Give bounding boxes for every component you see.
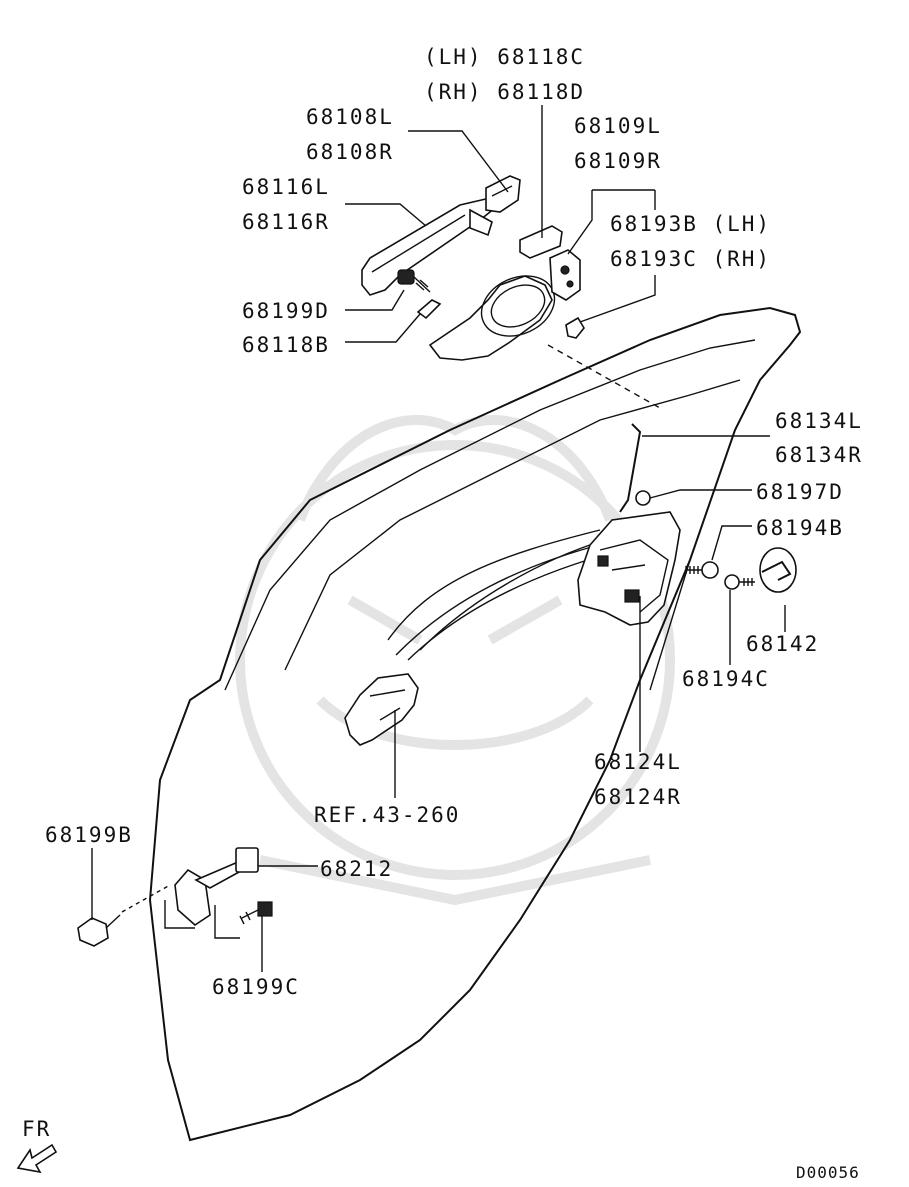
label-68116l: 68116L (242, 175, 330, 199)
label-68197d: 68197D (756, 480, 844, 504)
door-panel-outline (148, 306, 802, 1142)
bolt-68199d (397, 269, 431, 293)
label-68118b: 68118B (242, 333, 330, 357)
handle-pad (519, 225, 563, 259)
label-68124l: 68124L (594, 750, 682, 774)
inner-door-handle (344, 673, 419, 746)
lock-rod (619, 423, 642, 513)
watermark-emblem (235, 415, 675, 906)
leader-lines (91, 105, 786, 972)
handle-cap (485, 175, 521, 213)
outer-door-handle (361, 197, 497, 296)
screw-68194b (685, 561, 719, 579)
guide-dashed-line (547, 344, 661, 409)
front-direction-arrow (16, 1143, 58, 1174)
label-68193b: 68193B (LH) (610, 212, 771, 236)
screw-68194c (724, 574, 755, 590)
label-68124r: 68124R (594, 785, 682, 809)
label-68108l: 68108L (306, 105, 394, 129)
label-68134l: 68134L (775, 409, 863, 433)
label-68118d: (RH) 68118D (424, 80, 585, 104)
handle-base-bracket (428, 249, 581, 361)
door-striker (759, 547, 797, 593)
label-68194b: 68194B (756, 516, 844, 540)
part-labels: (LH) 68118C (RH) 68118D 68108L 68108R 68… (22, 45, 863, 1182)
clip-68197d (635, 490, 651, 506)
diagram-code: D00056 (796, 1163, 860, 1182)
label-68118c: (LH) 68118C (424, 45, 585, 69)
label-fr: FR (22, 1117, 51, 1141)
label-68199b: 68199B (45, 823, 133, 847)
label-68199d: 68199D (242, 299, 330, 323)
door-check (164, 847, 259, 939)
label-68134r: 68134R (775, 443, 863, 467)
clip-68193 (565, 316, 585, 339)
label-68194c: 68194C (682, 667, 770, 691)
gasket-68118b (416, 299, 442, 320)
label-68109r: 68109R (574, 149, 662, 173)
label-68108r: 68108R (306, 140, 394, 164)
label-68116r: 68116R (242, 210, 330, 234)
label-68193c: 68193C (RH) (610, 247, 771, 271)
bolt-68199c (239, 901, 273, 925)
label-68109l: 68109L (574, 114, 662, 138)
door-latch-assembly (577, 511, 681, 626)
label-68142: 68142 (746, 632, 819, 656)
label-ref-43-260: REF.43-260 (314, 803, 460, 827)
label-68199c: 68199C (212, 975, 300, 999)
label-68212: 68212 (320, 857, 393, 881)
